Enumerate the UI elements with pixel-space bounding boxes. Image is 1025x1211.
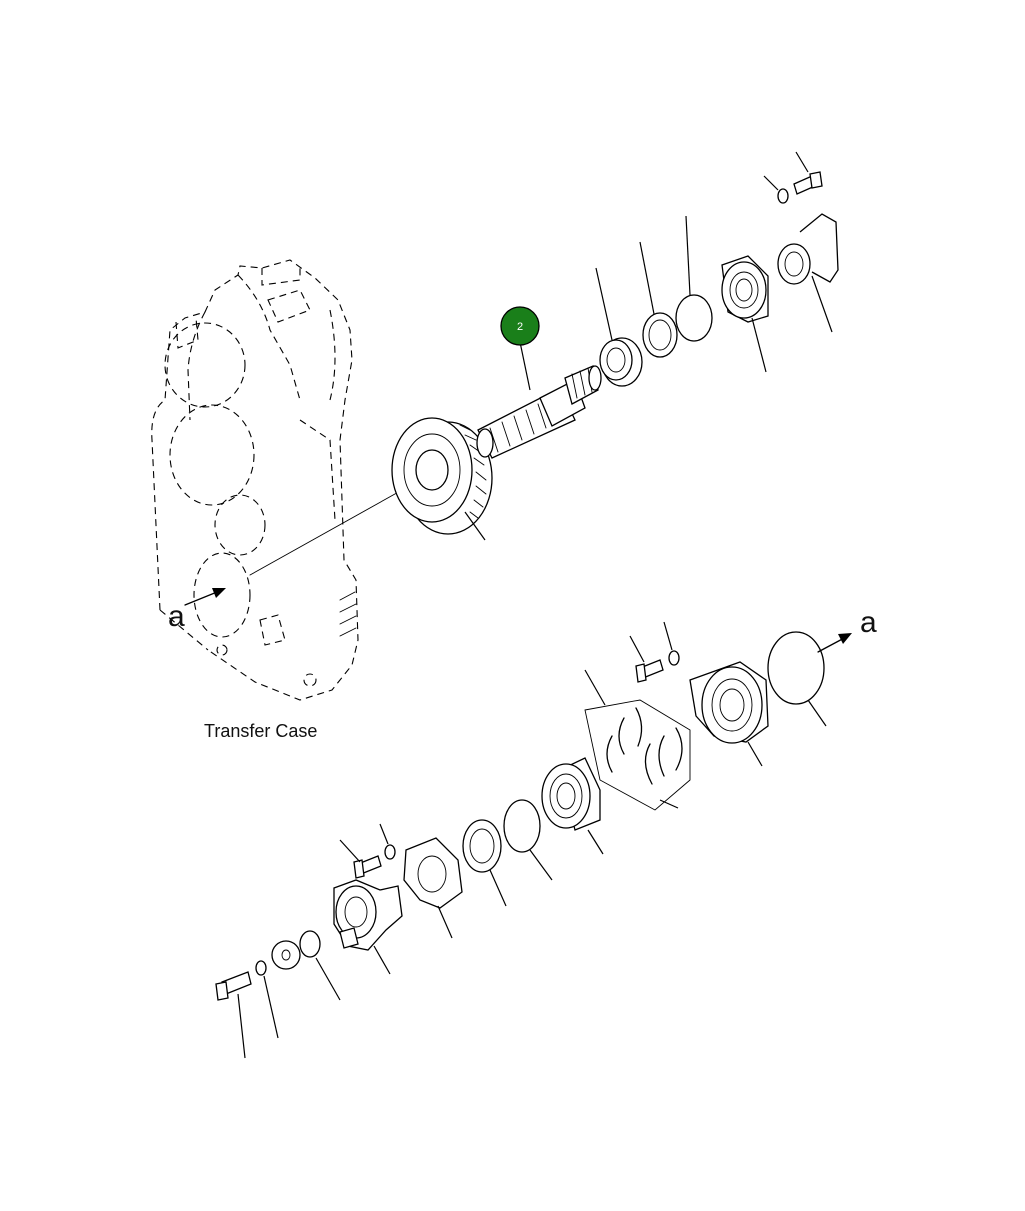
o-ring-yoke bbox=[299, 930, 321, 958]
output-yoke-upper bbox=[777, 213, 839, 333]
bearing-set-upper bbox=[595, 241, 678, 387]
bearing-retainer-upper bbox=[721, 255, 769, 373]
bolt-washer-lower-left bbox=[339, 823, 396, 879]
o-ring-large bbox=[767, 631, 825, 705]
o-ring-small-lower bbox=[503, 799, 541, 853]
callout-2-number: 2 bbox=[517, 321, 523, 333]
lower-shaft-assembly: a bbox=[215, 606, 877, 1059]
flange-yoke-lower bbox=[333, 879, 403, 975]
view-marker-right: a bbox=[817, 606, 877, 653]
splined-shaft bbox=[476, 365, 602, 459]
transfer-case-label: Transfer Case bbox=[204, 721, 317, 741]
bolt-washer-bottom bbox=[215, 960, 279, 1059]
o-ring-upper bbox=[675, 294, 713, 342]
view-marker-left-letter: a bbox=[168, 600, 185, 633]
transfer-case-housing bbox=[151, 259, 421, 701]
cover-plate-lower bbox=[403, 837, 463, 939]
bolt-washer-lower-top bbox=[629, 621, 680, 683]
roller-bearing-lower bbox=[541, 757, 604, 855]
bolt-washer-upper bbox=[763, 151, 823, 204]
view-marker-right-letter: a bbox=[860, 606, 877, 639]
view-marker-left: a bbox=[168, 588, 226, 633]
upper-shaft-assembly: 2 bbox=[391, 151, 839, 541]
bearing-retainer-lower bbox=[689, 661, 769, 767]
callout-2[interactable]: 2 bbox=[500, 306, 540, 391]
large-gear bbox=[391, 417, 493, 541]
thick-washer bbox=[271, 940, 301, 970]
seal-lower bbox=[462, 819, 507, 907]
snap-ring-groups bbox=[584, 669, 691, 811]
